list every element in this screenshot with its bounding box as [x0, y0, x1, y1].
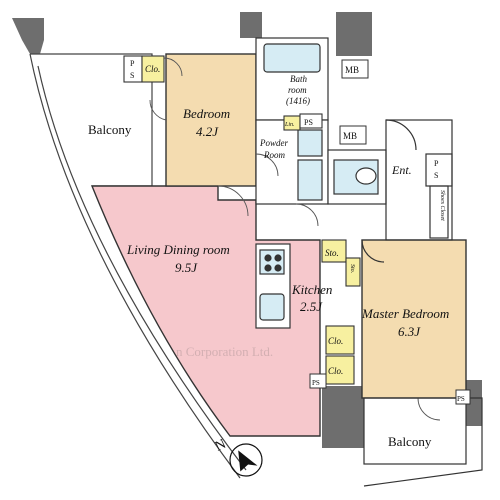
ps-top-s: S [130, 71, 134, 80]
closet-master-2-label: Clo. [328, 366, 343, 376]
clo-top-label: Clo. [145, 64, 160, 74]
master-bedroom-size: 6.3J [398, 324, 421, 339]
structural-walls [12, 12, 482, 448]
balcony-south-area [363, 397, 483, 487]
master-bedroom-name: Master Bedroom [361, 306, 449, 321]
ps-bottom-left-label: PS [312, 379, 320, 387]
fixture-labels: P S Clo. MB Lin. PS MB P S Shoes Closet … [130, 59, 465, 403]
mb-top-label: MB [345, 65, 359, 75]
living-room-size: 9.5J [175, 260, 198, 275]
north-arrow-icon: N [213, 437, 263, 477]
ps-bottom-right-label: PS [457, 395, 465, 403]
powder-room-label-1: Powder [259, 138, 288, 148]
linen-label: Lin. [284, 122, 295, 128]
bedroom-name: Bedroom [183, 106, 230, 121]
entrance-area [361, 119, 453, 263]
north-label: N [213, 437, 229, 455]
storage-small-label: Sto. [349, 264, 355, 273]
ps-boxes [309, 59, 471, 405]
kitchen-counter [255, 243, 291, 329]
kitchen-size: 2.5J [300, 299, 323, 314]
watermark-text: n Corporation Ltd. [176, 344, 273, 359]
ps-top-p: P [130, 59, 135, 68]
bedroom-size: 4.2J [196, 124, 219, 139]
room-labels: Balcony Bedroom 4.2J Bath room (1416) Po… [88, 74, 449, 449]
bedroom-closets [123, 55, 323, 131]
entrance-label: Ent. [391, 163, 412, 177]
powder-room-label-2: Room [263, 150, 285, 160]
bathroom-label-1: Bath [290, 74, 307, 84]
bathroom-label-2: room [288, 85, 307, 95]
kitchen-name: Kitchen [291, 282, 332, 297]
balcony-south-label: Balcony [388, 434, 432, 449]
bathroom-label-3: (1416) [286, 96, 310, 106]
ps-ent-s: S [434, 171, 438, 180]
storage-label: Sto. [325, 248, 339, 258]
balcony-west-label: Balcony [88, 122, 132, 137]
master-closets [321, 239, 361, 385]
wet-area [255, 37, 387, 205]
shoes-closet-label: Shoes Closet [439, 190, 445, 221]
living-room-name: Living Dining room [126, 242, 230, 257]
ps-bath-label: PS [304, 118, 313, 127]
closet-master-1-label: Clo. [328, 336, 343, 346]
ps-ent-p: P [434, 159, 439, 168]
mb-mid-label: MB [343, 131, 357, 141]
door-swings [149, 57, 441, 421]
